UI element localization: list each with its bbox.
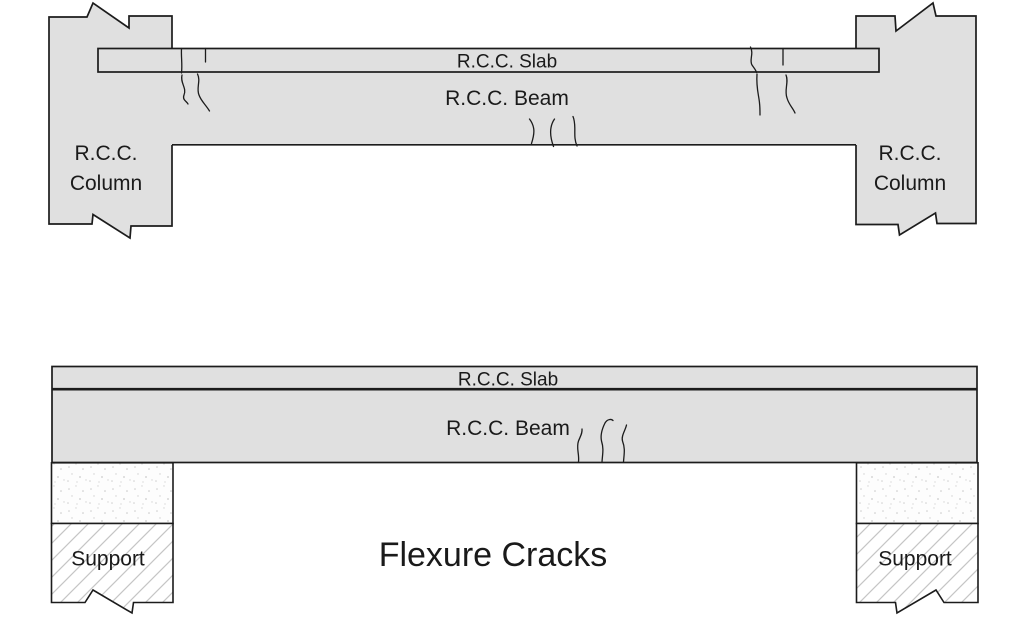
- top-midspan-crack-2: [549, 118, 556, 148]
- top-left-junction-crack-2: [196, 73, 211, 112]
- flexure-crack-2: [600, 418, 614, 463]
- left-column-label-line1: R.C.C.: [75, 142, 138, 165]
- bottom-beam-label: R.C.C. Beam: [446, 417, 570, 440]
- left-column-shape: [48, 1, 173, 240]
- right-support-bearing-pad: [855, 461, 979, 525]
- flexure-crack-1: [576, 428, 583, 463]
- right-column-shape: [855, 1, 977, 237]
- top-right-junction-crack-1: [756, 73, 761, 116]
- top-slab-strip: [97, 47, 880, 73]
- top-slab-label: R.C.C. Slab: [457, 52, 557, 73]
- left-support-bearing-pad: [50, 461, 174, 525]
- flexure-crack-3: [621, 424, 628, 463]
- top-midspan-crack-3: [572, 115, 578, 147]
- top-left-junction-crack-1: [180, 74, 189, 105]
- right-column-label-line2: Column: [874, 172, 946, 195]
- right-column-label-line1: R.C.C.: [879, 142, 942, 165]
- flexure-cracks-caption: Flexure Cracks: [379, 536, 608, 574]
- bottom-slab-beam-body: [51, 365, 978, 464]
- right-support-label: Support: [878, 548, 952, 571]
- top-right-junction-crack-2: [785, 74, 796, 114]
- top-midspan-crack-1: [528, 118, 535, 145]
- top-diagram: R.C.C. Slab R.C.C. Beam R.C.C. Column R.…: [48, 1, 977, 240]
- top-beam-fill: [169, 71, 859, 145]
- bottom-diagram: R.C.C. Slab R.C.C. Beam Support Support …: [50, 365, 979, 615]
- bottom-slab-label: R.C.C. Slab: [458, 370, 558, 391]
- left-support-label: Support: [71, 548, 145, 571]
- top-right-slab-crack: [749, 46, 758, 74]
- left-column-label-line2: Column: [70, 172, 142, 195]
- top-beam-label: R.C.C. Beam: [445, 87, 569, 110]
- left-support-block: [50, 522, 174, 615]
- right-support-block: [855, 522, 979, 615]
